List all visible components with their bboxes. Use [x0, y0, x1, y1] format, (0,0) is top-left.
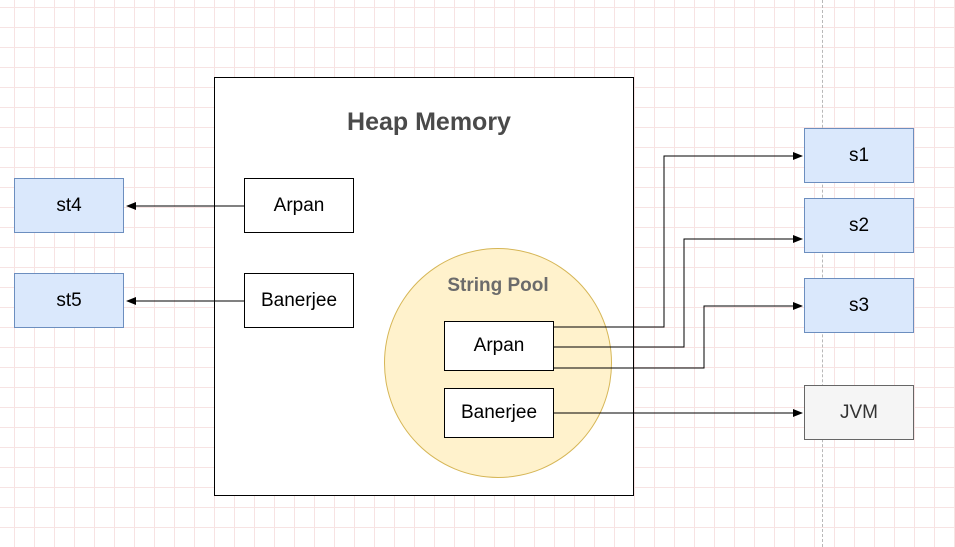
connector-arpan-to-s3	[554, 302, 803, 369]
reference-s2[interactable]: s2	[804, 198, 914, 253]
pool-node-arpan[interactable]: Arpan	[444, 321, 554, 371]
reference-st5[interactable]: st5	[14, 273, 124, 328]
reference-jvm[interactable]: JVM	[804, 385, 914, 440]
reference-st4[interactable]: st4	[14, 178, 124, 233]
connector-arpan-to-s2	[554, 235, 803, 348]
heap-node-banerjee[interactable]: Banerjee	[244, 273, 354, 328]
connector-arpan-to-s1	[554, 152, 803, 328]
page-boundary-guide	[822, 0, 823, 547]
reference-s1[interactable]: s1	[804, 128, 914, 183]
string-pool-title: String Pool	[447, 275, 549, 296]
reference-s3[interactable]: s3	[804, 278, 914, 333]
pool-node-banerjee[interactable]: Banerjee	[444, 388, 554, 438]
heap-memory-title: Heap Memory	[347, 108, 511, 136]
heap-node-arpan[interactable]: Arpan	[244, 178, 354, 233]
